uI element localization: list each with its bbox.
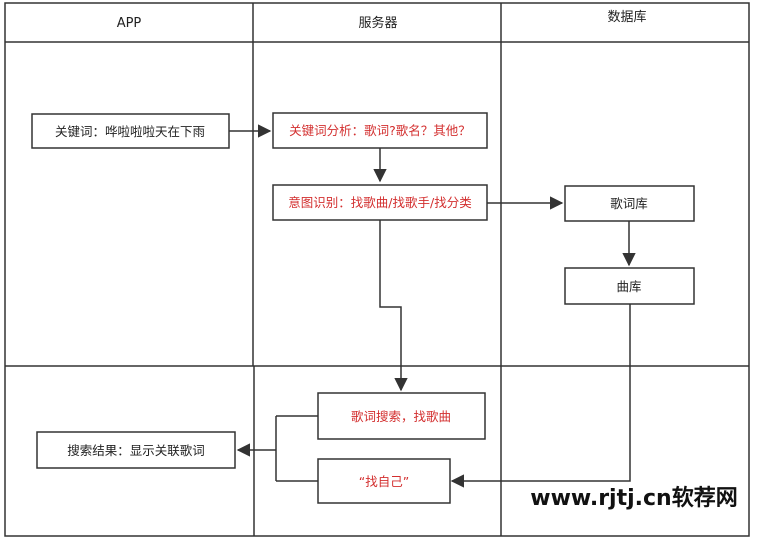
node-intent-recognition-label: 意图识别：找歌曲/找歌手/找分类 bbox=[288, 195, 472, 210]
node-keyword-input: 关键词：哗啦啦啦天在下雨 bbox=[31, 113, 230, 149]
node-song-db: 曲库 bbox=[564, 267, 695, 305]
node-lyrics-db: 歌词库 bbox=[564, 185, 695, 222]
watermark-text: www.rjtj.cn软荐网 bbox=[530, 485, 737, 511]
node-lyrics-search: 歌词搜索，找歌曲 bbox=[317, 392, 486, 440]
node-keyword-analysis: 关键词分析：歌词?歌名？其他？ bbox=[272, 112, 488, 149]
arrow-song-db-to-find-self bbox=[450, 304, 631, 488]
lane-header-app: APP bbox=[117, 16, 142, 31]
arrow-intent-to-lyrics-search bbox=[379, 220, 408, 392]
node-lyrics-db-label: 歌词库 bbox=[610, 196, 648, 211]
node-keyword-input-label: 关键词：哗啦啦啦天在下雨 bbox=[55, 124, 205, 139]
node-song-db-label: 曲库 bbox=[616, 279, 641, 294]
lane-grid bbox=[4, 2, 750, 537]
node-search-result: 搜索结果：显示关联歌词 bbox=[36, 431, 236, 469]
lane-header-server: 服务器 bbox=[358, 15, 397, 31]
node-keyword-analysis-label: 关键词分析：歌词?歌名？其他？ bbox=[289, 123, 471, 138]
outer-frame bbox=[4, 2, 750, 537]
lane-header-db: 数据库 bbox=[607, 9, 646, 25]
node-search-result-label: 搜索结果：显示关联歌词 bbox=[67, 443, 205, 458]
node-lyrics-search-label: 歌词搜索，找歌曲 bbox=[351, 409, 451, 424]
node-find-self-label: “找自己” bbox=[359, 474, 409, 489]
node-intent-recognition: 意图识别：找歌曲/找歌手/找分类 bbox=[272, 184, 488, 221]
connectors bbox=[229, 124, 636, 488]
node-find-self: “找自己” bbox=[317, 458, 451, 504]
